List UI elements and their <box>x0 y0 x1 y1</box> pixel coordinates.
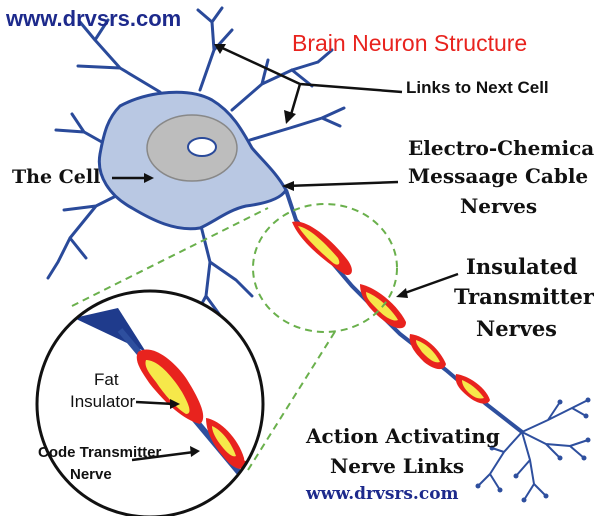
label-message-cable-1: Electro-Chemical <box>408 136 594 160</box>
label-code-transmitter-2: Nerve <box>70 466 112 483</box>
diagram-title: Brain Neuron Structure <box>292 30 527 57</box>
watermark-bottom: www.drvsrs.com <box>306 484 459 504</box>
label-message-cable-2: Messaage Cable <box>408 164 588 188</box>
label-insulated-2: Transmitter <box>454 284 594 309</box>
label-code-transmitter-1: Code Transmitter <box>38 444 161 461</box>
nucleolus <box>188 138 216 156</box>
label-fat-1: Fat <box>94 370 119 390</box>
label-insulated-3: Nerves <box>476 316 557 341</box>
label-message-cable-3: Nerves <box>460 194 537 218</box>
label-fat-2: Insulator <box>70 392 135 412</box>
label-action-1: Action Activating <box>306 424 500 448</box>
axon-terminals <box>478 400 588 500</box>
label-action-2: Nerve Links <box>330 454 464 478</box>
label-insulated-1: Insulated <box>466 254 578 279</box>
label-links-next-cell: Links to Next Cell <box>406 78 549 98</box>
watermark-top: www.drvsrs.com <box>6 6 181 32</box>
label-the-cell: The Cell <box>12 166 100 188</box>
myelin-sheath <box>292 221 490 403</box>
